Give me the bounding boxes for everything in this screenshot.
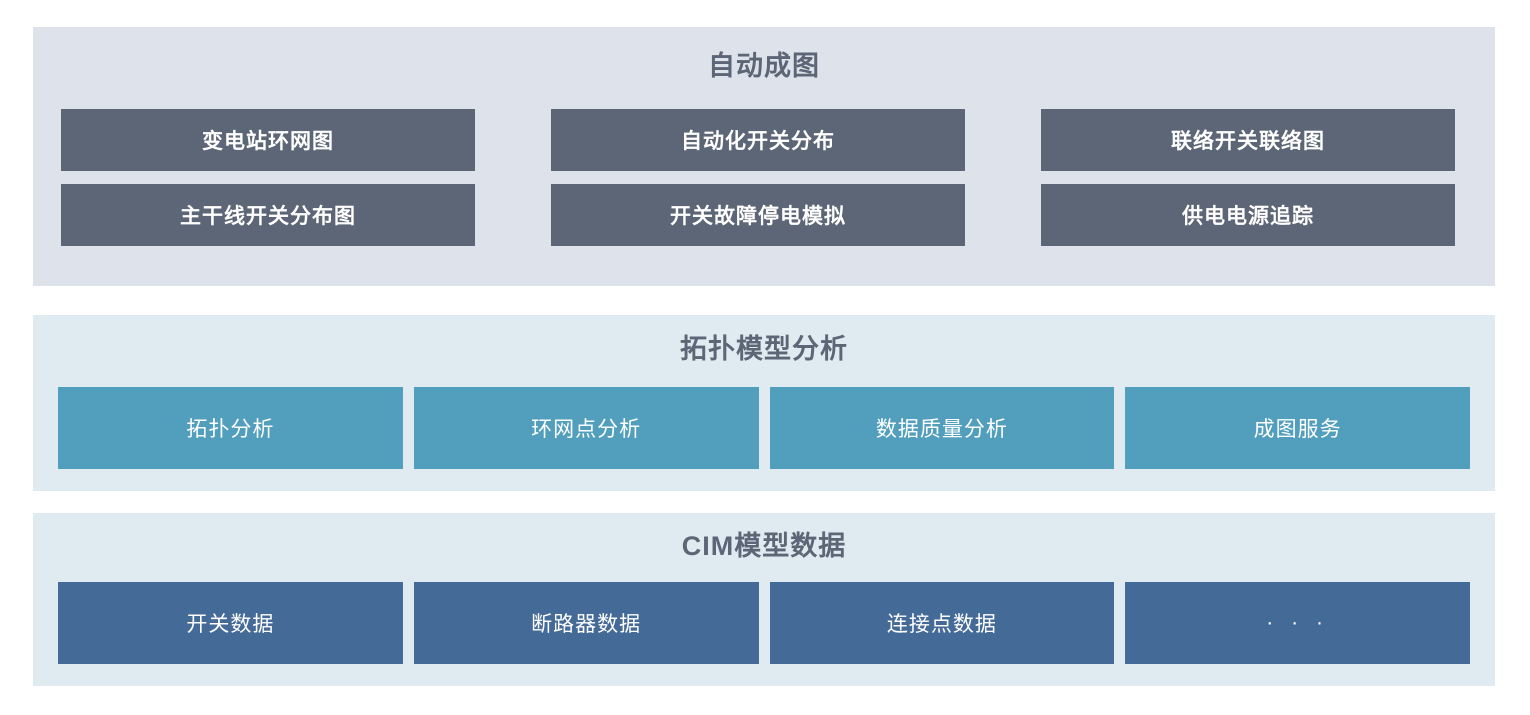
- tile-power-supply-source-tracing[interactable]: 供电电源追踪: [1041, 184, 1455, 246]
- tile-more-data[interactable]: · · ·: [1125, 582, 1470, 664]
- panel-topology-tile-grid: 拓扑分析 环网点分析 数据质量分析 成图服务: [58, 387, 1470, 469]
- tile-substation-ring-network-diagram[interactable]: 变电站环网图: [61, 109, 475, 171]
- tile-switch-data[interactable]: 开关数据: [58, 582, 403, 664]
- panel-topology-model-analysis: 拓扑模型分析 拓扑分析 环网点分析 数据质量分析 成图服务: [33, 315, 1495, 491]
- tile-tie-switch-connection-diagram[interactable]: 联络开关联络图: [1041, 109, 1455, 171]
- panel-cim-title: CIM模型数据: [681, 531, 847, 561]
- tile-trunk-line-switch-distribution-diagram[interactable]: 主干线开关分布图: [61, 184, 475, 246]
- panel-automapping: 自动成图 变电站环网图 自动化开关分布 联络开关联络图 主干线开关分布图 开关故…: [33, 27, 1495, 286]
- tile-data-quality-analysis[interactable]: 数据质量分析: [769, 387, 1115, 469]
- ellipsis-icon: · · ·: [1266, 611, 1329, 634]
- panel-cim-tile-grid: 开关数据 断路器数据 连接点数据 · · ·: [58, 582, 1470, 664]
- panel-automapping-title: 自动成图: [708, 51, 820, 81]
- tile-topology-analysis[interactable]: 拓扑分析: [58, 387, 403, 469]
- tile-mapping-service[interactable]: 成图服务: [1125, 387, 1470, 469]
- tile-connectivity-node-data[interactable]: 连接点数据: [769, 582, 1115, 664]
- panel-topology-title: 拓扑模型分析: [680, 334, 848, 364]
- tile-ring-network-point-analysis[interactable]: 环网点分析: [413, 387, 759, 469]
- panel-cim-model-data: CIM模型数据 开关数据 断路器数据 连接点数据 · · ·: [33, 513, 1495, 686]
- panel-automapping-tile-grid: 变电站环网图 自动化开关分布 联络开关联络图 主干线开关分布图 开关故障停电模拟…: [61, 109, 1467, 246]
- tile-switch-fault-outage-simulation[interactable]: 开关故障停电模拟: [551, 184, 965, 246]
- tile-circuit-breaker-data[interactable]: 断路器数据: [413, 582, 759, 664]
- tile-automation-switch-distribution[interactable]: 自动化开关分布: [551, 109, 965, 171]
